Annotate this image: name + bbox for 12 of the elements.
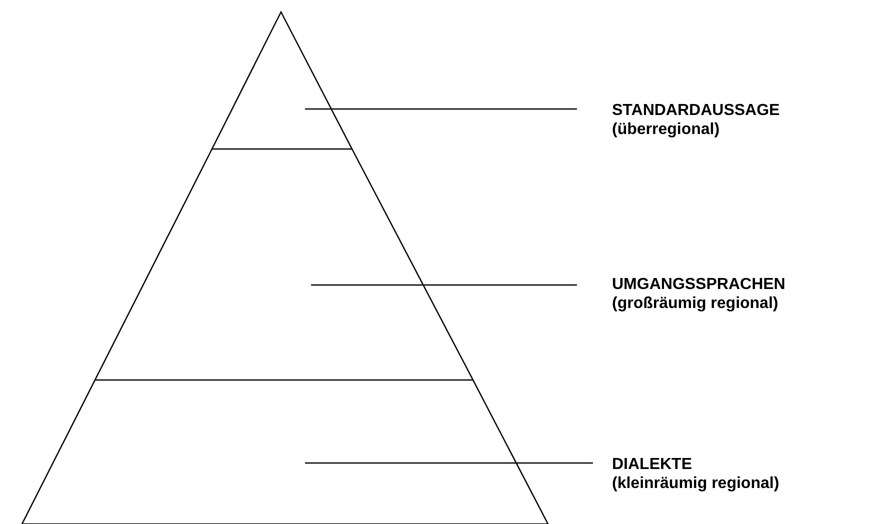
leader-line (311, 284, 577, 286)
level-description: (kleinräumig regional) (612, 474, 780, 493)
level-heading: UMGANGSSPRACHEN (612, 275, 786, 294)
leader-line (305, 108, 577, 110)
pyramid-band (94, 148, 474, 381)
leader-line (305, 462, 593, 464)
pyramid-top-section (210, 10, 354, 150)
level-description: (überregional) (612, 120, 721, 139)
pyramid-band (20, 380, 550, 524)
level-description: (großräumig regional) (612, 294, 780, 313)
level-heading: DIALEKTE (612, 455, 693, 474)
level-heading: STANDARDAUSSAGE (612, 101, 780, 120)
